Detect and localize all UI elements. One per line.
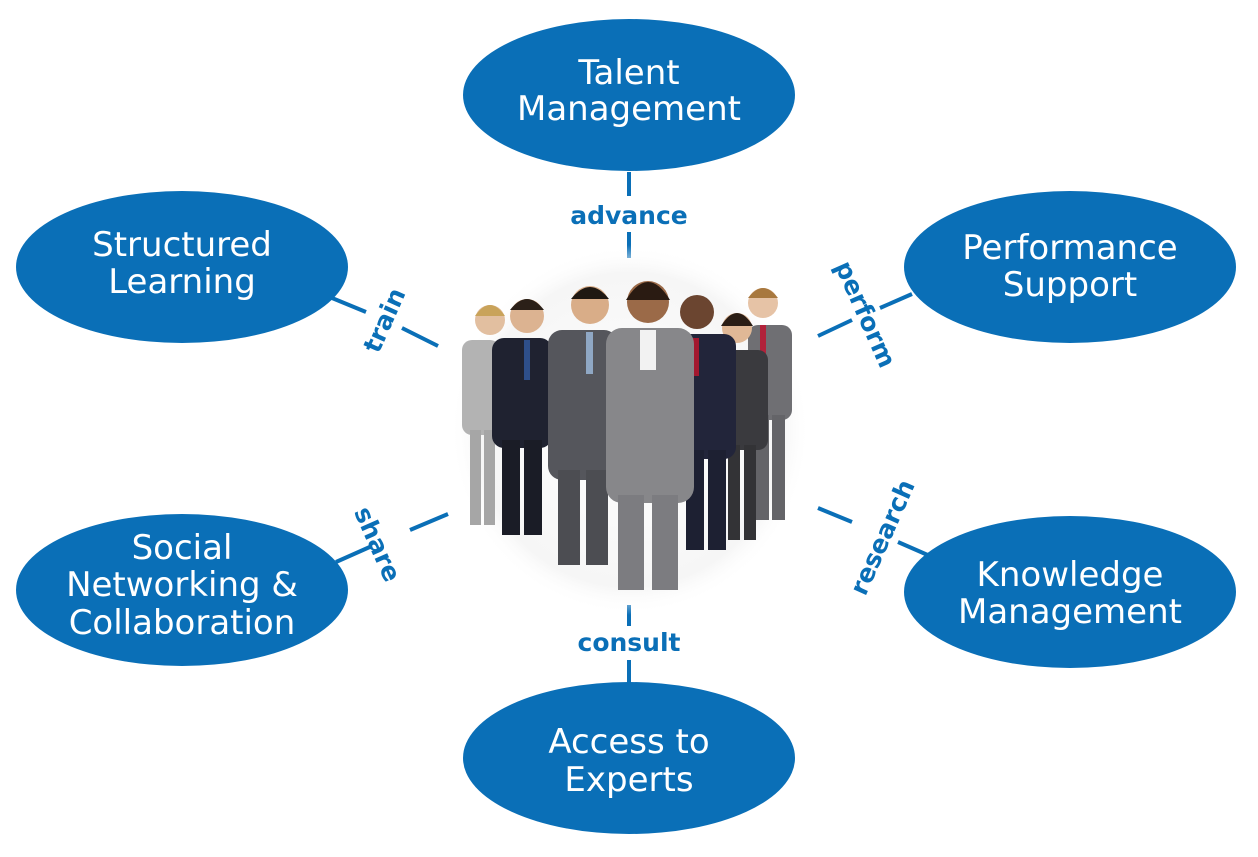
business-people-group-icon — [462, 281, 792, 590]
node-experts-line2: Experts — [564, 760, 693, 800]
verb-perform: perform — [829, 256, 902, 372]
node-social-line2: Networking & — [66, 565, 298, 605]
center-photo — [450, 245, 810, 615]
node-structured-line1: Structured — [92, 225, 272, 265]
node-talent-line1: Talent — [577, 53, 679, 93]
node-structured-learning: Structured Learning — [16, 191, 348, 343]
node-social-networking: Social Networking & Collaboration — [16, 514, 348, 666]
connectors — [331, 172, 931, 684]
verb-share: share — [348, 502, 407, 586]
node-talent-management: Talent Management — [463, 19, 795, 171]
node-talent-line2: Management — [517, 89, 741, 129]
connector-perform-b — [817, 318, 853, 338]
node-performance-support: Performance Support — [904, 191, 1236, 343]
verb-advance: advance — [570, 201, 688, 230]
connector-perform-a — [879, 292, 913, 310]
connector-research-a — [817, 506, 853, 524]
connector-share-b — [335, 544, 373, 564]
connector-train-a — [331, 296, 367, 314]
connector-train-b — [401, 326, 439, 348]
node-social-line1: Social — [132, 528, 233, 568]
node-knowledge-line2: Management — [958, 592, 1182, 632]
node-knowledge-line1: Knowledge — [977, 555, 1164, 595]
node-structured-line2: Learning — [108, 262, 256, 302]
connector-research-b — [897, 540, 931, 558]
node-performance-line1: Performance — [962, 228, 1177, 268]
node-performance-line2: Support — [1003, 265, 1137, 305]
node-social-line3: Collaboration — [69, 603, 296, 643]
verb-train: train — [357, 283, 411, 356]
connector-share-a — [409, 512, 449, 532]
node-access-to-experts: Access to Experts — [463, 682, 795, 834]
node-knowledge-management: Knowledge Management — [904, 516, 1236, 668]
verb-consult: consult — [578, 628, 681, 657]
node-experts-line1: Access to — [548, 722, 709, 762]
